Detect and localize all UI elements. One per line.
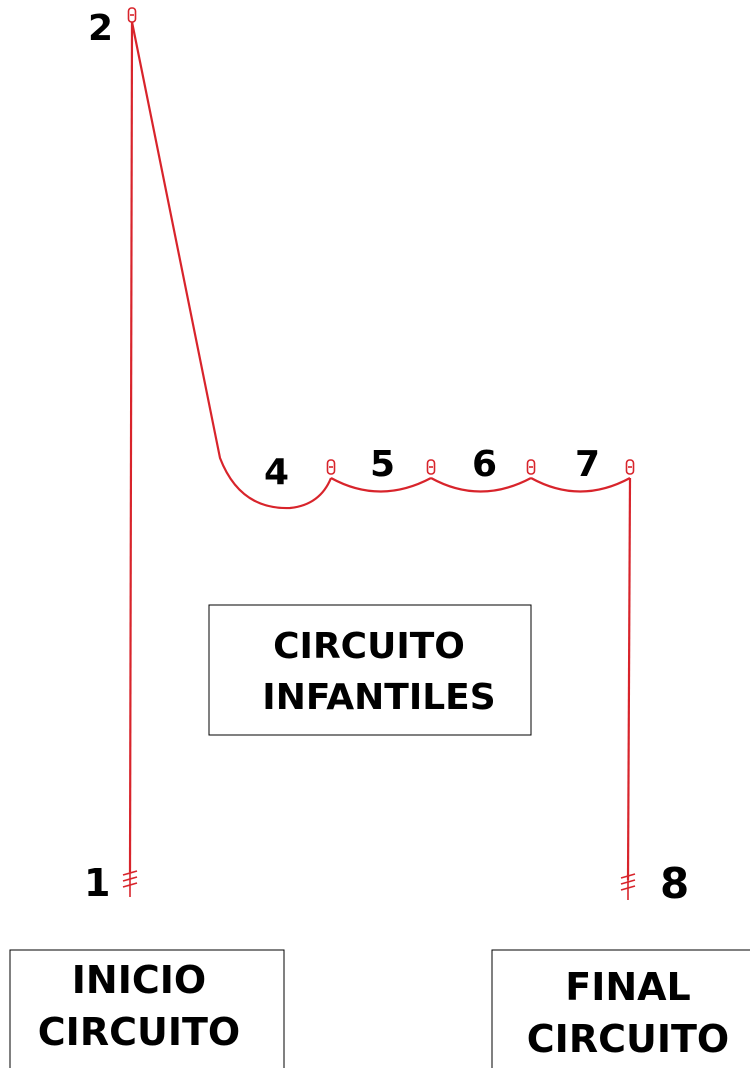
point-label-4: 4 [264, 452, 289, 493]
start-box-line1: INICIO [72, 958, 206, 1002]
point-label-6: 6 [472, 444, 497, 485]
route-name-line2: INFANTILES [262, 677, 495, 718]
route-segment-2-4 [130, 21, 333, 510]
ground-anchor-icon [620, 872, 636, 900]
route-name-line1: CIRCUITO [273, 626, 465, 667]
route-segment-7-8 [626, 477, 632, 881]
ground-anchor-icon [122, 869, 138, 897]
route-segment-6-7 [530, 477, 631, 493]
quickdraw-bolt-icon [127, 7, 137, 23]
route-name-box: CIRCUITO INFANTILES [208, 604, 532, 736]
quickdraw-bolt-icon [625, 459, 635, 475]
quickdraw-bolt-icon [426, 459, 436, 475]
quickdraw-bolt-icon [526, 459, 536, 475]
end-box: FINAL CIRCUITO [491, 949, 750, 1068]
start-box: INICIO CIRCUITO [9, 949, 285, 1068]
route-segment-5-6 [430, 477, 532, 493]
route-path [128, 21, 632, 881]
route-segment-1-2 [128, 21, 134, 873]
end-box-line1: FINAL [565, 965, 691, 1009]
point-label-5: 5 [370, 444, 395, 485]
point-label-2: 2 [88, 8, 113, 49]
start-box-line2: CIRCUITO [38, 1010, 240, 1054]
quickdraw-bolt-icon [326, 459, 336, 475]
route-segment-4-5 [330, 477, 432, 493]
end-box-line2: CIRCUITO [527, 1017, 729, 1061]
point-label-1: 1 [84, 861, 110, 905]
point-label-8: 8 [660, 859, 689, 908]
point-label-7: 7 [575, 444, 600, 485]
